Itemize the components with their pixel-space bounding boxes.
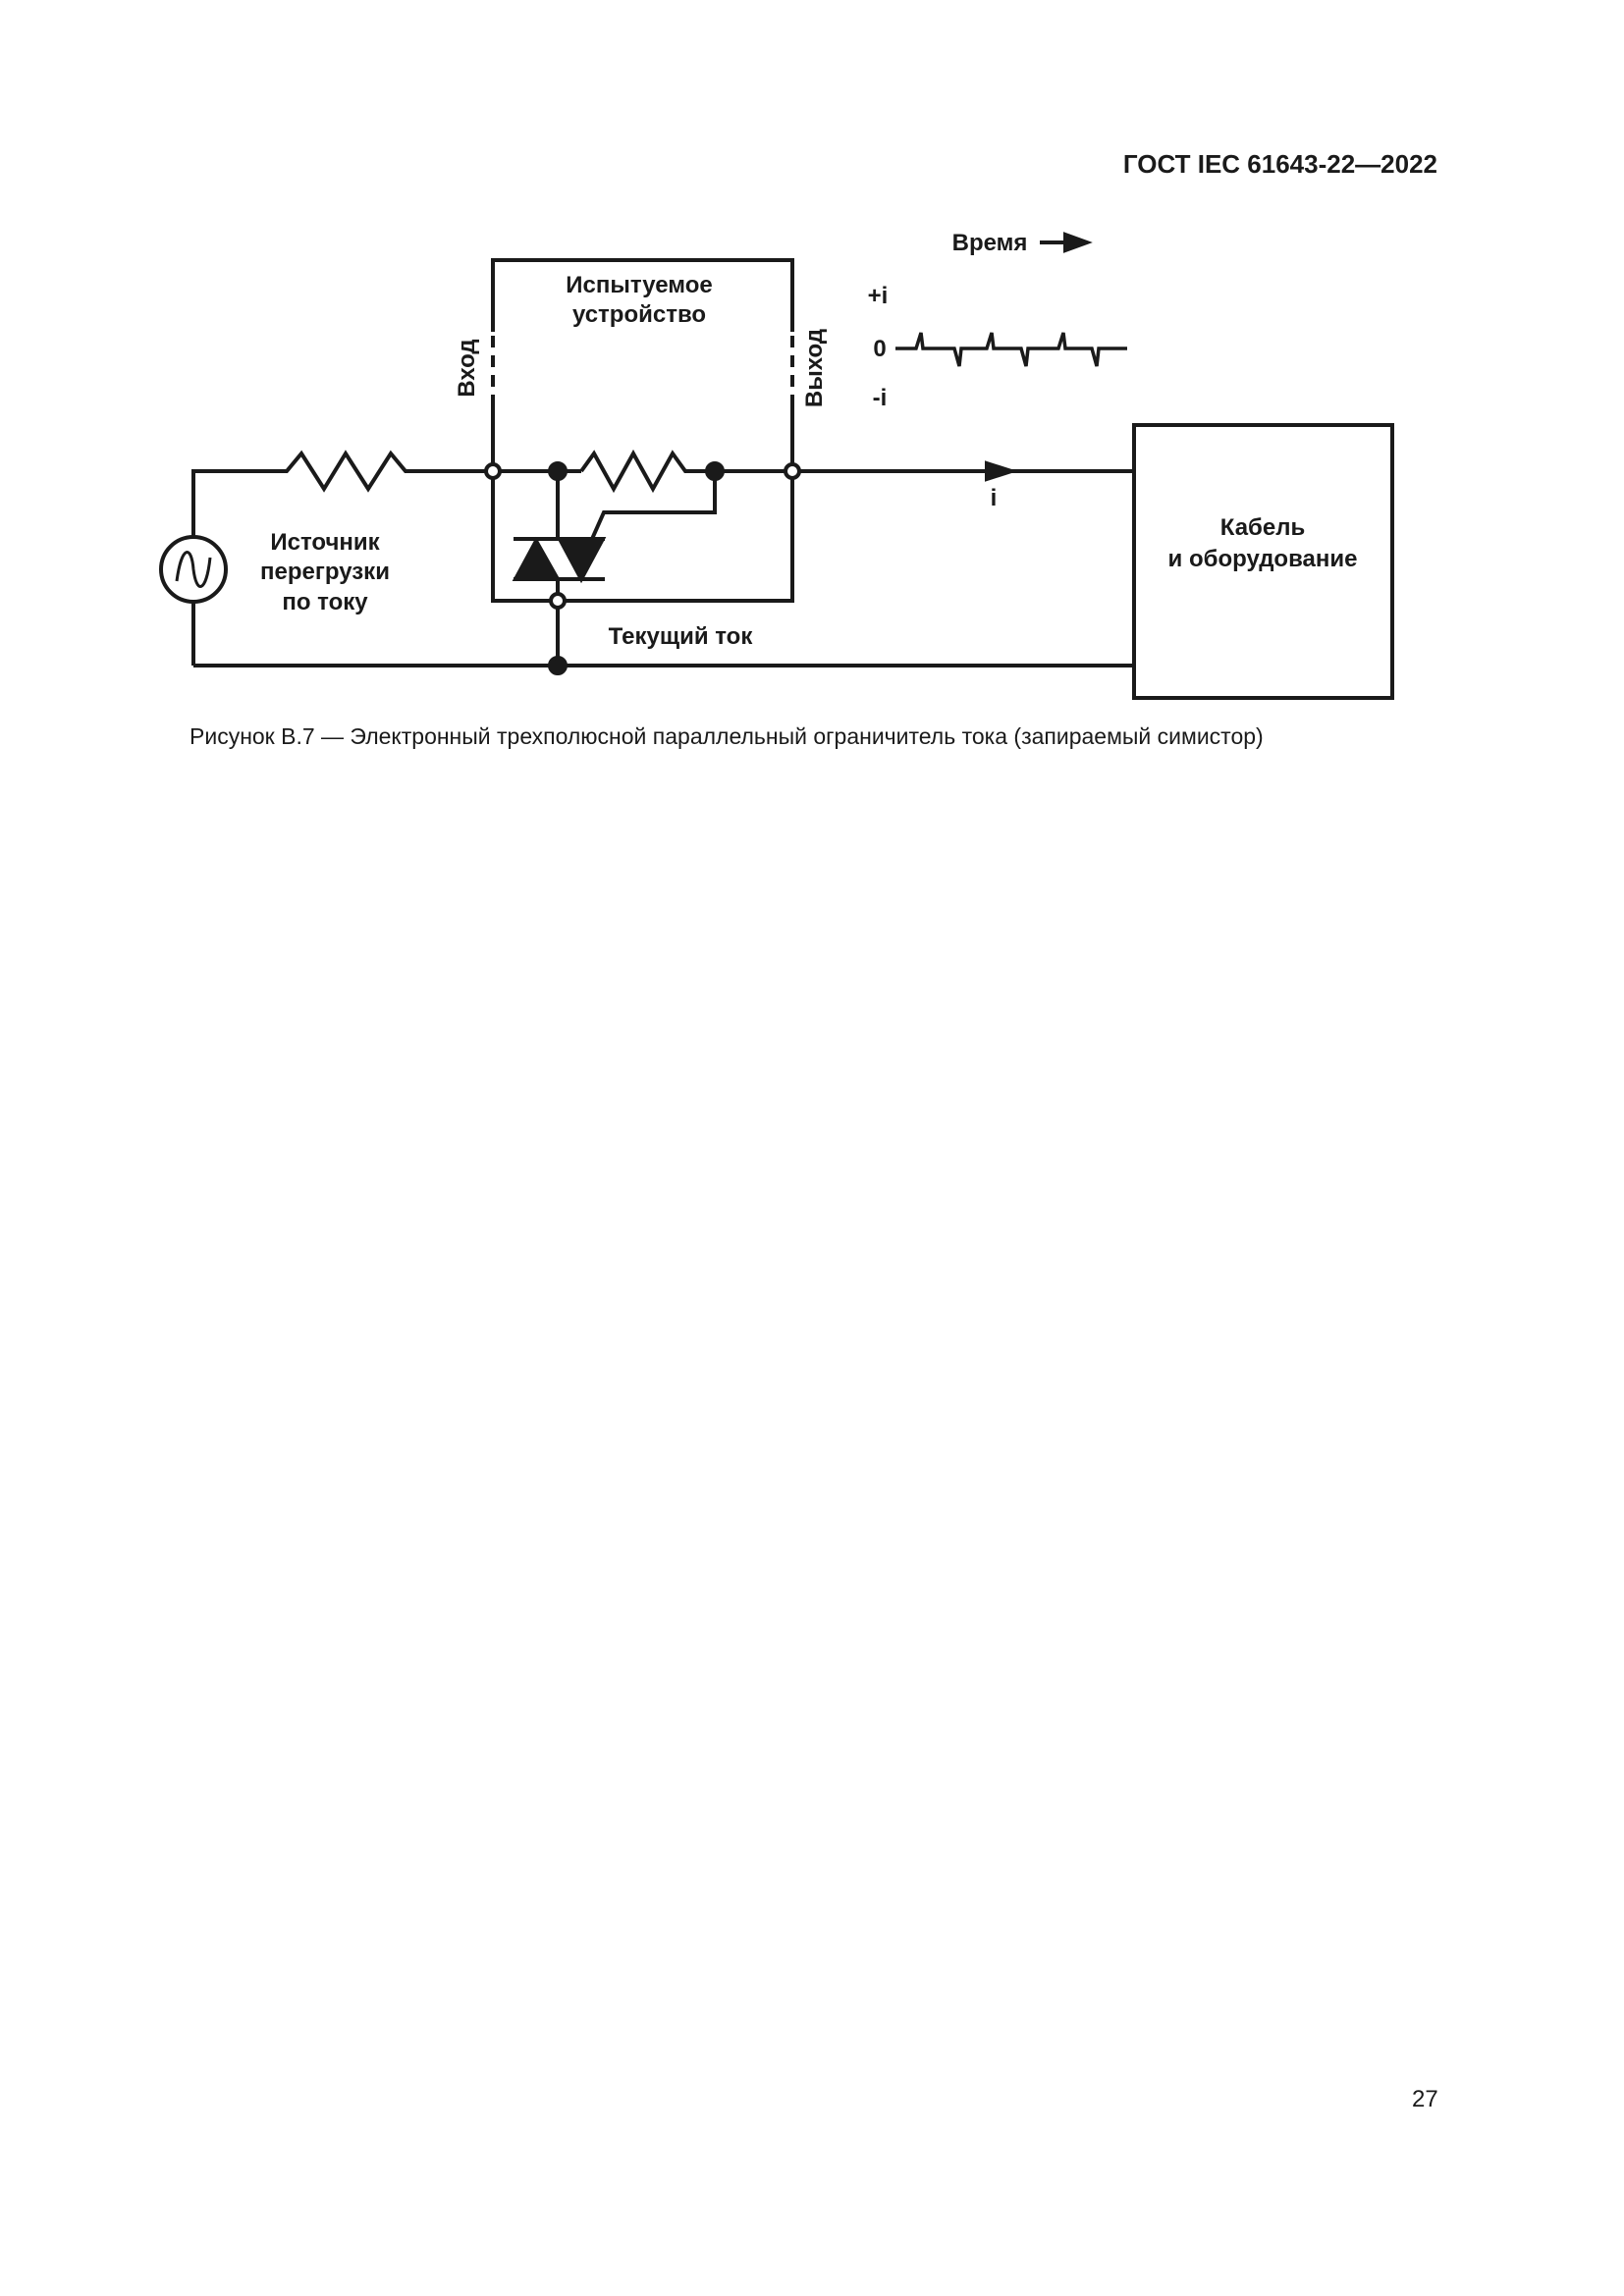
time-label: Время bbox=[952, 230, 1028, 256]
current-label: i bbox=[991, 485, 998, 511]
ac-source-icon bbox=[159, 535, 228, 604]
dut-box bbox=[491, 258, 794, 332]
wave-plus-label: +i bbox=[868, 283, 889, 309]
junction-dot bbox=[705, 461, 725, 481]
load-label: Кабель bbox=[1220, 514, 1305, 541]
sine-icon bbox=[175, 551, 212, 588]
output-terminal bbox=[784, 462, 801, 480]
dut-title: Испытуемое bbox=[566, 272, 712, 298]
wire-top-left bbox=[191, 469, 272, 537]
source-label: Источник bbox=[270, 529, 380, 556]
current-arrow-icon bbox=[985, 460, 1018, 482]
triac-icon bbox=[512, 536, 607, 584]
time-arrow-icon bbox=[1063, 232, 1093, 253]
source-label: по току bbox=[282, 589, 368, 615]
left-resistor bbox=[272, 450, 493, 493]
dut-box-lower bbox=[491, 404, 794, 603]
input-terminal bbox=[484, 462, 502, 480]
load-label: и оборудование bbox=[1168, 546, 1358, 572]
gate-wire bbox=[590, 471, 717, 540]
page-number: 27 bbox=[1412, 2086, 1438, 2112]
waveform bbox=[895, 332, 1127, 367]
wave-minus-label: -i bbox=[873, 385, 888, 411]
load-box bbox=[1132, 423, 1394, 700]
follow-current-label: Текущий ток bbox=[609, 623, 754, 650]
dut-title: устройство bbox=[572, 301, 706, 328]
document-header: ГОСТ IEC 61643-22—2022 bbox=[1122, 149, 1437, 179]
junction-dot bbox=[548, 656, 568, 675]
output-label: Выход bbox=[801, 329, 828, 407]
junction-dot bbox=[548, 461, 568, 481]
ground-terminal bbox=[549, 592, 567, 610]
wave-zero-label: 0 bbox=[873, 336, 886, 362]
internal-resistor bbox=[579, 449, 792, 494]
input-label: Вход bbox=[454, 339, 480, 397]
source-label: перегрузки bbox=[260, 559, 390, 585]
figure-caption: Рисунок В.7 — Электронный трехполюсной п… bbox=[189, 723, 1264, 749]
